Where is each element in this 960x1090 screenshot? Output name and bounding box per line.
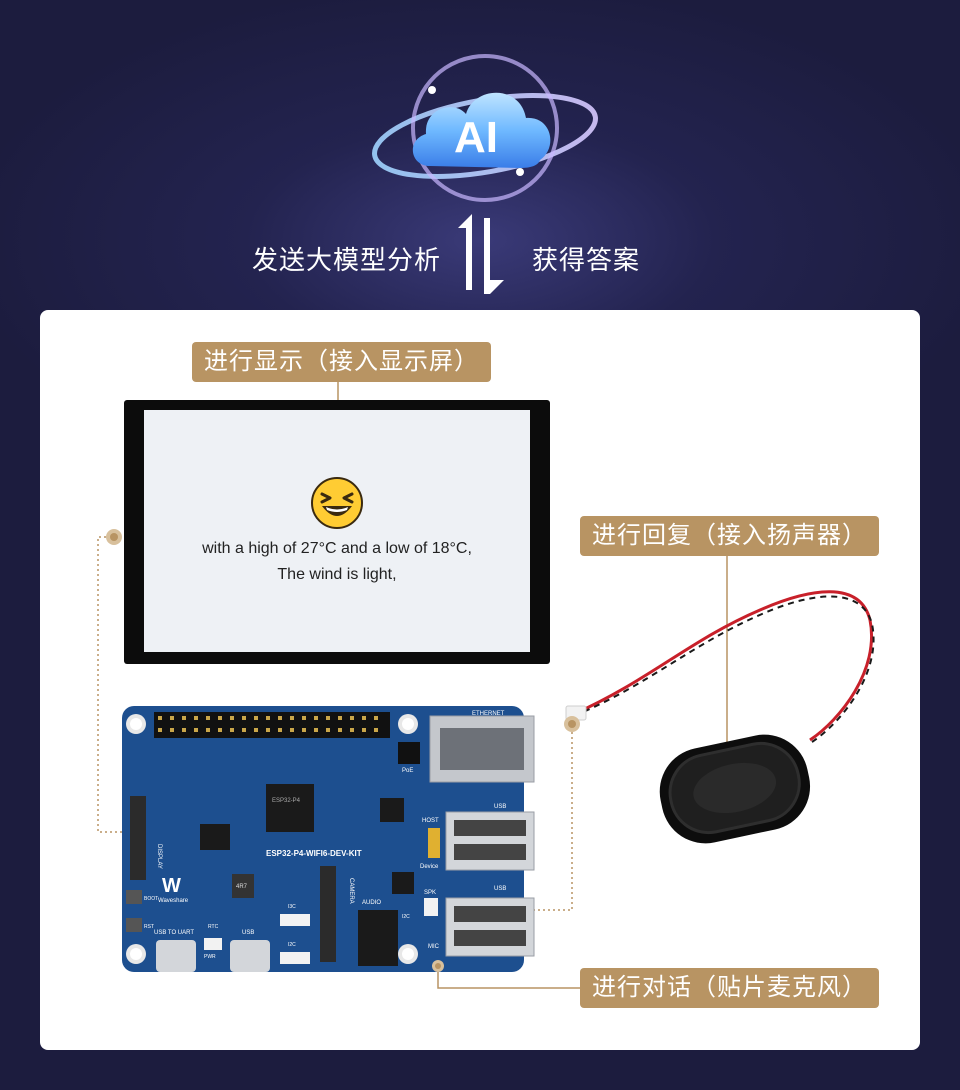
device-label: Device <box>420 864 439 870</box>
brand-label: Waveshare <box>158 898 189 904</box>
display-line-2: The wind is light, <box>277 566 397 583</box>
boot-label: BOOT <box>144 896 158 902</box>
display-port-label: DISPLAY <box>156 844 162 869</box>
display-connector-leader <box>97 529 138 833</box>
i2c-label-2: I2C <box>402 914 410 920</box>
speaker-module <box>565 590 875 844</box>
ethernet-label: ETHERNET <box>472 711 505 717</box>
poe-label: PoE <box>402 768 413 774</box>
board-name: ESP32-P4-WIFI6-DEV-KIT <box>266 849 362 858</box>
mic-leader-line <box>432 960 580 989</box>
bidirectional-arrows-icon <box>458 214 504 294</box>
display-content: with a high of 27°C and a low of 18°C, T… <box>144 410 530 652</box>
speaker-tag: 进行回复（接入扬声器） <box>580 516 879 556</box>
microphone-tag: 进行对话（贴片麦克风） <box>580 968 879 1008</box>
ai-cloud-icon: AI <box>372 54 598 202</box>
esp32-p4-dev-board: ETHERNET USB USB ESP32-P4 4R7 DISPLAY CA… <box>122 706 535 972</box>
display-line-1: with a high of 27°C and a low of 18°C, <box>202 540 472 557</box>
soc-label: ESP32-P4 <box>272 798 301 804</box>
waveshare-logo: W <box>162 875 181 897</box>
mic-label: MIC <box>428 944 440 950</box>
camera-port-label: CAMERA <box>348 878 354 904</box>
usb-to-uart-label: USB TO UART <box>154 930 194 936</box>
send-to-model-label: 发送大模型分析 <box>252 245 442 275</box>
audio-label: AUDIO <box>362 900 381 906</box>
i2c-label-1: I2C <box>288 942 296 948</box>
usb-label-3: USB <box>242 930 254 936</box>
ai-badge-text: AI <box>454 113 498 162</box>
i3c-label: I3C <box>288 904 296 910</box>
display-tag: 进行显示（接入显示屏） <box>192 342 491 382</box>
hero-section: AI 发送大模型分析 获得答案 <box>0 0 960 310</box>
pwr-label: PWR <box>204 954 216 960</box>
lcd-display: with a high of 27°C and a low of 18°C, T… <box>124 400 550 664</box>
spk-label: SPK <box>424 890 436 896</box>
get-answer-label: 获得答案 <box>532 245 641 275</box>
host-label: HOST <box>422 818 439 824</box>
usb-label-2: USB <box>494 886 506 892</box>
usb-label-1: USB <box>494 804 506 810</box>
inductor-label: 4R7 <box>236 884 248 890</box>
rtc-label: RTC <box>208 924 219 930</box>
rst-label: RST <box>144 924 154 930</box>
laughing-face-icon <box>311 477 363 529</box>
